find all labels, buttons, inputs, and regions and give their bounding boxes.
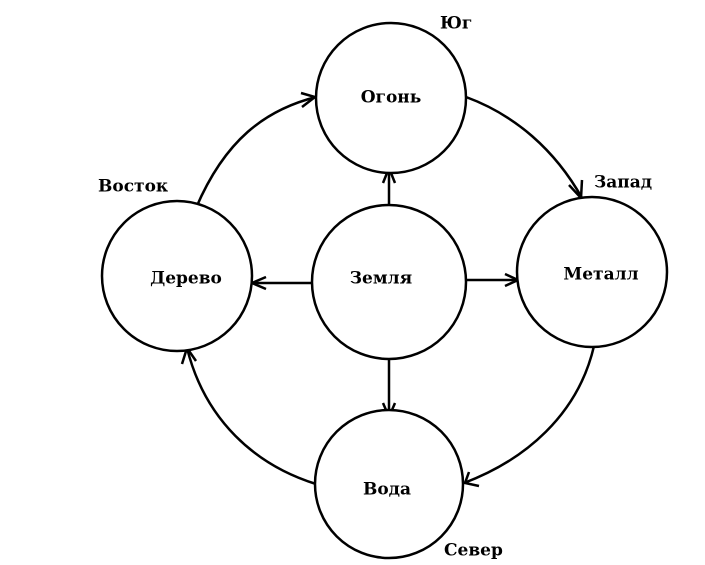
node-wood-circle — [100, 199, 254, 353]
node-water: Вода — [313, 408, 465, 560]
node-metal-circle — [515, 195, 669, 349]
edge-metal-to-water — [463, 345, 596, 485]
node-wood: Дерево — [100, 199, 254, 353]
node-earth: Земля — [310, 203, 468, 361]
direction-east-label: Восток — [98, 177, 169, 197]
edge-fire-to-metal — [465, 95, 584, 199]
node-fire: Огонь — [314, 21, 468, 175]
node-metal-label: Металл — [563, 265, 638, 285]
direction-labels: Юг Восток Запад Север — [98, 14, 652, 561]
node-wood-label: Дерево — [150, 269, 222, 289]
arrowhead-water-from-metal — [463, 471, 480, 488]
direction-north-label: Север — [444, 541, 503, 561]
edge-water-to-wood — [185, 347, 317, 486]
node-earth-label: Земля — [350, 269, 412, 289]
edge-wood-to-fire — [194, 95, 317, 209]
node-fire-circle — [314, 21, 468, 175]
direction-south-label: Юг — [440, 14, 472, 34]
node-fire-label: Огонь — [361, 88, 422, 108]
node-earth-circle — [310, 203, 468, 361]
direction-west-label: Запад — [594, 173, 652, 193]
node-water-circle — [313, 408, 465, 560]
node-water-label: Вода — [363, 480, 411, 500]
node-metal: Металл — [515, 195, 669, 349]
cycle-edges — [180, 91, 596, 488]
